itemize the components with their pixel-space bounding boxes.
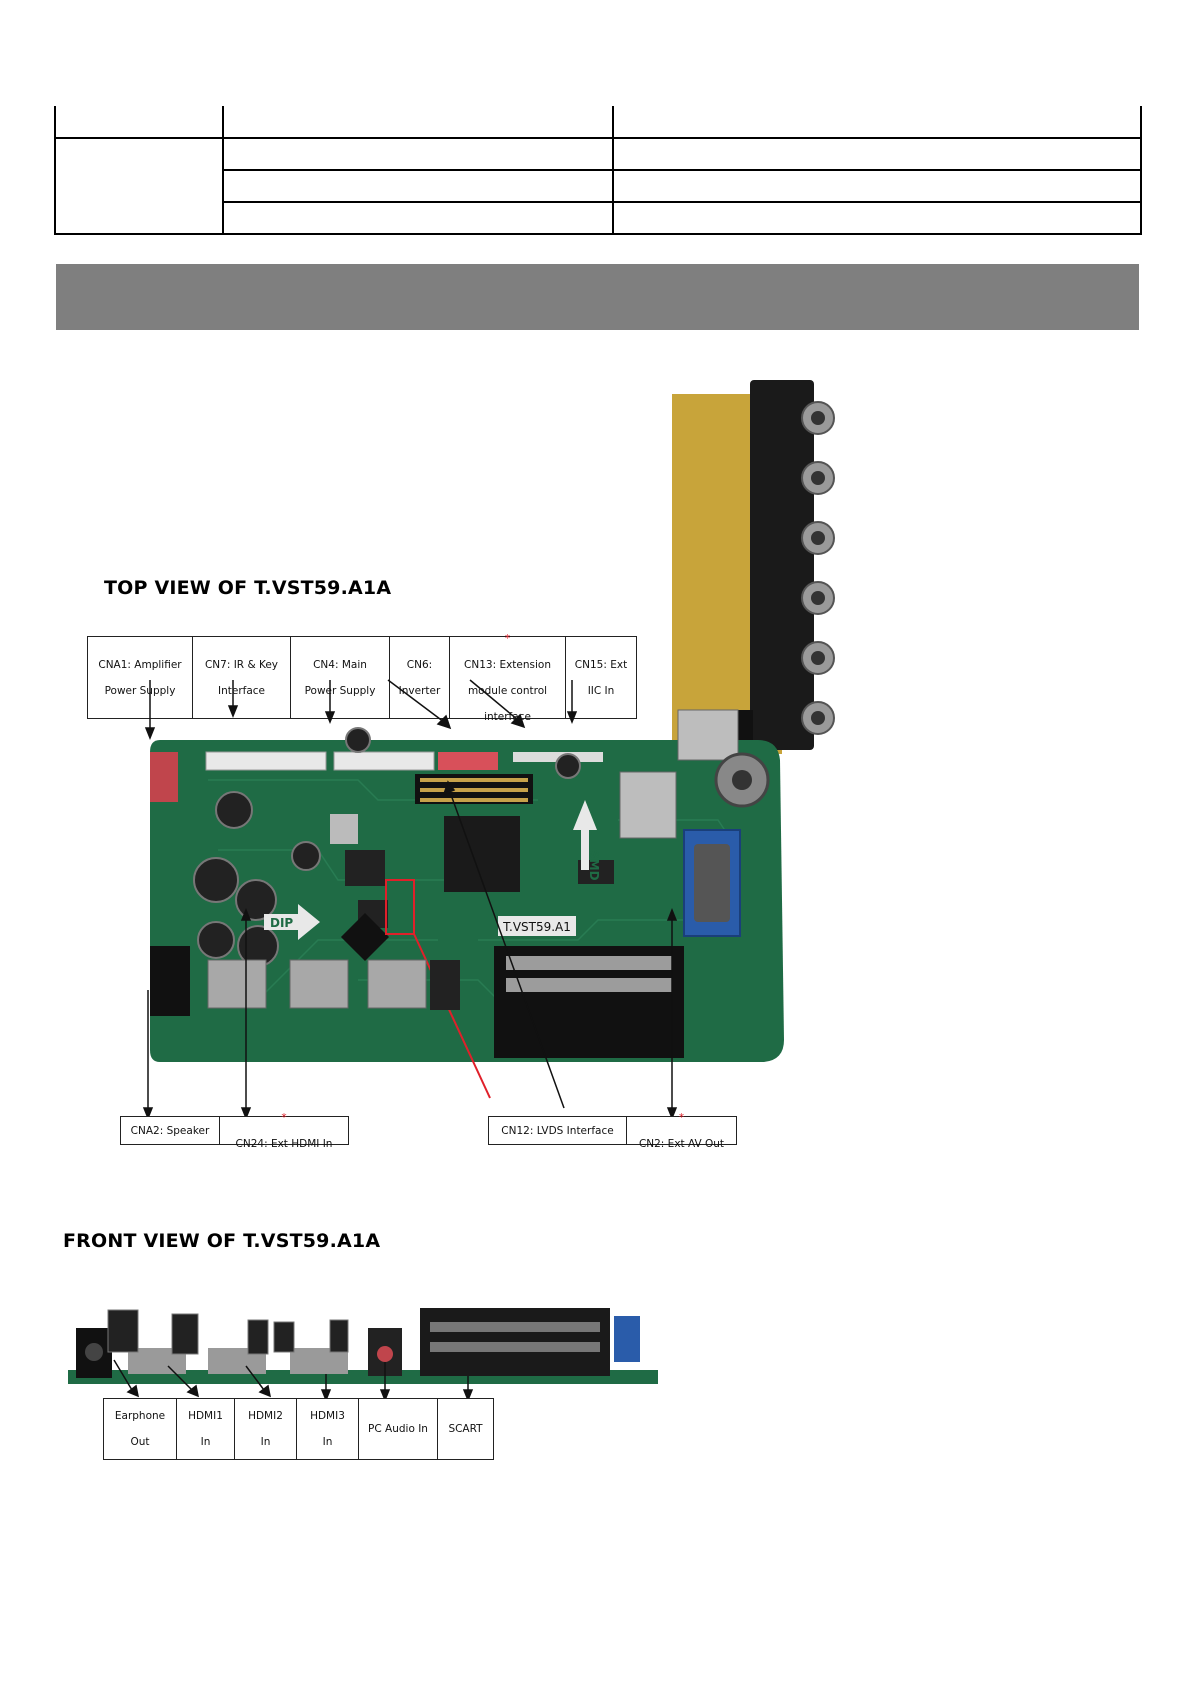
required-star: *: [504, 632, 511, 645]
label-cn12: CN12: LVDS Interface: [488, 1116, 627, 1145]
required-star: *: [281, 1111, 287, 1124]
label-cn24: *CN24: Ext HDMI In: [219, 1112, 349, 1150]
label-cn2: *CN2: Ext AV Out: [626, 1112, 737, 1150]
label-cn6: CN6:Inverter: [389, 636, 450, 719]
smd-arrow: SMD: [573, 800, 601, 881]
label-cn13: *CN13: Extension module control interfac…: [449, 633, 566, 723]
label-pc-audio-in: PC Audio In: [358, 1398, 438, 1460]
label-cna2: CNA2: Speaker: [120, 1116, 220, 1145]
required-star: *: [678, 1111, 685, 1124]
top-view-board-photo: SMD DIP T.VST59.A1: [142, 380, 835, 1121]
front-view-board-photo: [68, 1308, 658, 1400]
table-row-line-1: [54, 137, 1142, 139]
svg-text:DIP: DIP: [270, 916, 293, 930]
dip-arrow: DIP: [264, 904, 320, 940]
front-view-title: FRONT VIEW OF T.VST59.A1A: [63, 1230, 381, 1252]
top-callout-arrows: [142, 679, 678, 1121]
label-scart: SCART: [437, 1398, 494, 1460]
section-header-bar: [56, 264, 1139, 330]
top-view-title: TOP VIEW OF T.VST59.A1A: [104, 577, 392, 599]
table-bottom-line: [54, 233, 1142, 235]
spec-table-fragment: [54, 106, 1142, 235]
table-border-left: [54, 106, 56, 235]
svg-text:T.VST59.A1: T.VST59.A1: [502, 920, 571, 934]
table-row-line-3: [222, 201, 1142, 203]
svg-text:SMD: SMD: [587, 850, 601, 881]
table-row-line-2: [222, 169, 1142, 171]
main-pcb: SMD DIP T.VST59.A1: [150, 709, 784, 1099]
